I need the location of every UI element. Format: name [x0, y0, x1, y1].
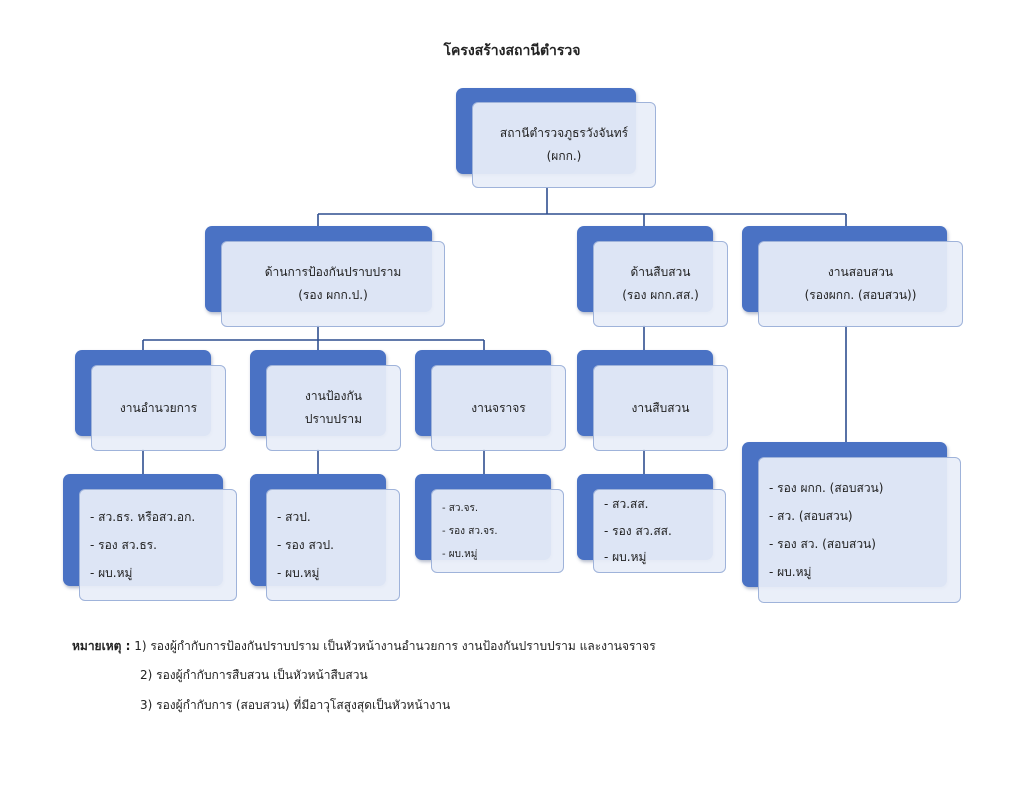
node-root-line2: (ผกก.): [546, 149, 582, 163]
list-item: - สว.สส.: [604, 497, 649, 512]
list-item: - สวป.: [277, 509, 311, 524]
node-admin-line1: งานอำนวยการ: [119, 400, 198, 415]
list-item: - ผบ.หมู่: [90, 566, 133, 581]
node-inquiry-line1: งานสอบสวน: [827, 265, 894, 280]
node-traffic-line1: งานจราจร: [471, 400, 526, 415]
list-admin: - สว.ธร. หรือสว.อก. - รอง สว.ธร. - ผบ.หม…: [63, 474, 239, 604]
node-prevention-work-line1: งานป้องกัน: [305, 389, 362, 404]
note-line-3: 3) รองผู้กำกับการ (สอบสวน) ที่มีอาวุโสสู…: [140, 696, 450, 715]
node-inquiry-line2: (รองผกก. (สอบสวน)): [804, 288, 917, 302]
node-inquiry: งานสอบสวน (รองผกก. (สอบสวน)): [742, 226, 964, 328]
list-item: - ผบ.หมู่: [769, 565, 812, 580]
list-item: - รอง ผกก. (สอบสวน): [769, 480, 884, 495]
chart-title: โครงสร้างสถานีตำรวจ: [443, 43, 581, 59]
note-text-3: 3) รองผู้กำกับการ (สอบสวน) ที่มีอาวุโสสู…: [140, 698, 451, 712]
list-item: - รอง สวป.: [277, 537, 334, 552]
node-investigation-line1: ด้านสืบสวน: [630, 265, 691, 280]
node-prevention: ด้านการป้องกันปราบปราม (รอง ผกก.ป.): [205, 226, 445, 328]
note-text-2: 2) รองผู้กำกับการสืบสวน เป็นหัวหน้าสืบสว…: [140, 668, 368, 682]
list-prevention-work: - สวป. - รอง สวป. - ผบ.หมู่: [250, 474, 402, 604]
note-label: หมายเหตุ :: [72, 639, 131, 653]
list-item: - สว. (สอบสวน): [769, 508, 853, 523]
list-item: - ผบ.หมู่: [604, 550, 647, 565]
list-item: - รอง สว. (สอบสวน): [769, 537, 876, 551]
list-item: - สว.จร.: [442, 502, 479, 514]
node-root: สถานีตำรวจภูธรวังจันทร์ (ผกก.): [456, 88, 656, 188]
node-prevention-work: งานป้องกัน ปราบปราม: [250, 350, 402, 452]
list-inquiry: - รอง ผกก. (สอบสวน) - สว. (สอบสวน) - รอง…: [742, 442, 964, 606]
note-line-1: หมายเหตุ : 1) รองผู้กำกับการป้องกันปราบป…: [72, 637, 656, 656]
list-traffic: - สว.จร. - รอง สว.จร. - ผบ.หมู่: [415, 474, 567, 576]
node-investigation-work-line1: งานสืบสวน: [631, 400, 690, 415]
list-item: - ผบ.หมู่: [442, 548, 478, 560]
list-item: - ผบ.หมู่: [277, 566, 320, 581]
node-prevention-line2: (รอง ผกก.ป.): [298, 288, 368, 302]
list-item: - สว.ธร. หรือสว.อก.: [90, 509, 196, 524]
node-investigation-work: งานสืบสวน: [577, 350, 729, 452]
node-investigation: ด้านสืบสวน (รอง ผกก.สส.): [577, 226, 729, 328]
note-line-2: 2) รองผู้กำกับการสืบสวน เป็นหัวหน้าสืบสว…: [140, 666, 368, 685]
list-investigation-work: - สว.สส. - รอง สว.สส. - ผบ.หมู่: [577, 474, 729, 576]
list-item: - รอง สว.สส.: [604, 523, 672, 538]
list-item: - รอง สว.ธร.: [90, 537, 157, 552]
node-traffic: งานจราจร: [415, 350, 567, 452]
node-prevention-work-line2: ปราบปราม: [304, 412, 363, 426]
node-admin: งานอำนวยการ: [75, 350, 227, 452]
note-text-1: 1) รองผู้กำกับการป้องกันปราบปราม เป็นหัว…: [134, 639, 656, 653]
node-prevention-line1: ด้านการป้องกันปราบปราม: [264, 265, 402, 280]
node-root-line1: สถานีตำรวจภูธรวังจันทร์: [499, 126, 629, 141]
node-investigation-line2: (รอง ผกก.สส.): [622, 288, 699, 302]
list-item: - รอง สว.จร.: [442, 525, 498, 537]
